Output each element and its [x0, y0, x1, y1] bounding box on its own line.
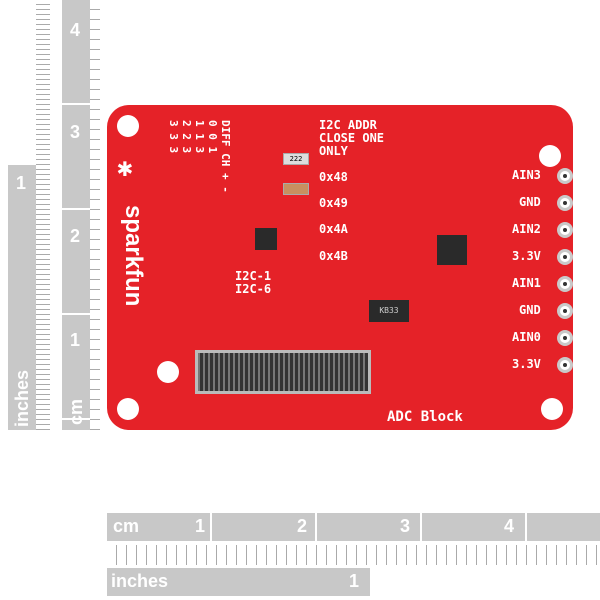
table-row: 3 3 3 — [167, 120, 180, 200]
i2c-label: I2C-6 — [235, 282, 272, 296]
resistor-marking: 222 — [289, 155, 303, 163]
header-pin[interactable] — [557, 222, 573, 238]
mounting-hole — [541, 398, 563, 420]
header-pin[interactable] — [557, 168, 573, 184]
cm-ruler-horizontal: cm 1 2 3 4 — [107, 513, 600, 541]
cell: 0 — [206, 133, 219, 140]
header-cell: DIFF — [219, 120, 232, 147]
table-row: 2 2 3 — [180, 120, 193, 200]
table-header: DIFF CH + - — [219, 120, 232, 200]
header-pin[interactable] — [557, 303, 573, 319]
cell: 2 — [180, 120, 193, 127]
header-pin[interactable] — [557, 276, 573, 292]
inch-ruler-vertical: inches 1 — [8, 165, 36, 430]
address-note-line: I2C ADDR — [319, 118, 377, 132]
ruler-number: 4 — [504, 516, 515, 536]
ruler-number: 1 — [16, 173, 27, 193]
gear-logo-icon: ✱ — [117, 153, 133, 183]
mounting-hole — [157, 361, 179, 383]
cell: 3 — [193, 146, 206, 154]
header-pin[interactable] — [557, 249, 573, 265]
cell: 1 — [193, 133, 206, 140]
board-connector — [195, 350, 371, 394]
header-cell: CH — [219, 153, 232, 167]
cell: 3 — [180, 146, 193, 154]
table-row: 0 0 1 — [206, 120, 219, 200]
resistor: 222 — [283, 153, 309, 165]
ruler-number: 1 — [70, 330, 81, 350]
mounting-hole — [117, 398, 139, 420]
header-cell: + — [219, 173, 232, 180]
cell: 3 — [167, 120, 180, 127]
pin-label: GND — [519, 195, 541, 209]
inch-ruler-horizontal: inches 1 — [107, 568, 370, 596]
ic-chip — [255, 228, 277, 250]
address-label: 0x4A — [319, 222, 348, 236]
address-note-line: CLOSE ONE — [319, 131, 385, 145]
address-label: 0x48 — [319, 170, 348, 184]
address-note: I2C ADDR CLOSE ONE ONLY — [319, 119, 384, 158]
regulator-chip: KB33 — [369, 300, 409, 322]
ruler-unit-label: inches — [111, 571, 169, 591]
cell: 1 — [193, 120, 206, 127]
pin-label: AIN2 — [512, 222, 541, 236]
pin-label: AIN1 — [512, 276, 541, 290]
cell: 3 — [167, 133, 180, 140]
pin-label: AIN0 — [512, 330, 541, 344]
board-title: ADC Block — [387, 409, 463, 425]
mounting-hole — [117, 115, 139, 137]
table-row: 1 1 3 — [193, 120, 206, 200]
channel-table: DIFF CH + - 0 0 1 1 1 3 2 2 3 3 3 3 — [167, 120, 232, 200]
ruler-number: 1 — [349, 571, 360, 591]
ruler-unit-label: cm — [113, 516, 140, 536]
ruler-unit-label: cm — [66, 398, 86, 425]
cm-ruler-vertical: 4 3 2 1 cm — [62, 0, 90, 430]
cm-ruler-ticks — [90, 0, 100, 430]
ruler-ticks — [107, 545, 600, 565]
header-pin[interactable] — [557, 330, 573, 346]
i2c-label: I2C-1 — [235, 269, 272, 283]
cell: 0 — [206, 120, 219, 127]
ruler-unit-label: inches — [12, 369, 32, 427]
header-pin[interactable] — [557, 357, 573, 373]
ruler-number: 3 — [400, 516, 411, 536]
pcb-board: ✱ sparkfun I2C ADDR CLOSE ONE ONLY 0x48 … — [107, 105, 573, 430]
adc-chip — [437, 235, 467, 265]
header-pin[interactable] — [557, 195, 573, 211]
ruler-number: 3 — [70, 122, 81, 142]
cell: 2 — [180, 133, 193, 140]
capacitor — [283, 183, 309, 195]
ruler-number: 2 — [70, 226, 81, 246]
ruler-number: 1 — [195, 516, 206, 536]
pin-label: 3.3V — [512, 357, 541, 371]
pin-label: AIN3 — [512, 168, 541, 182]
header-cell: - — [219, 186, 232, 193]
address-note-line: ONLY — [319, 144, 348, 158]
pin-label: GND — [519, 303, 541, 317]
ruler-number: 2 — [297, 516, 308, 536]
inch-ruler-ticks — [36, 0, 50, 430]
cell: 1 — [206, 146, 219, 154]
cell: 3 — [167, 146, 180, 154]
pin-label: 3.3V — [512, 249, 541, 263]
sparkfun-logo: sparkfun — [120, 205, 147, 307]
chip-marking: KB33 — [379, 306, 399, 315]
address-label: 0x4B — [319, 249, 348, 263]
address-label: 0x49 — [319, 196, 348, 210]
ruler-number: 4 — [70, 20, 81, 40]
mounting-hole — [539, 145, 561, 167]
